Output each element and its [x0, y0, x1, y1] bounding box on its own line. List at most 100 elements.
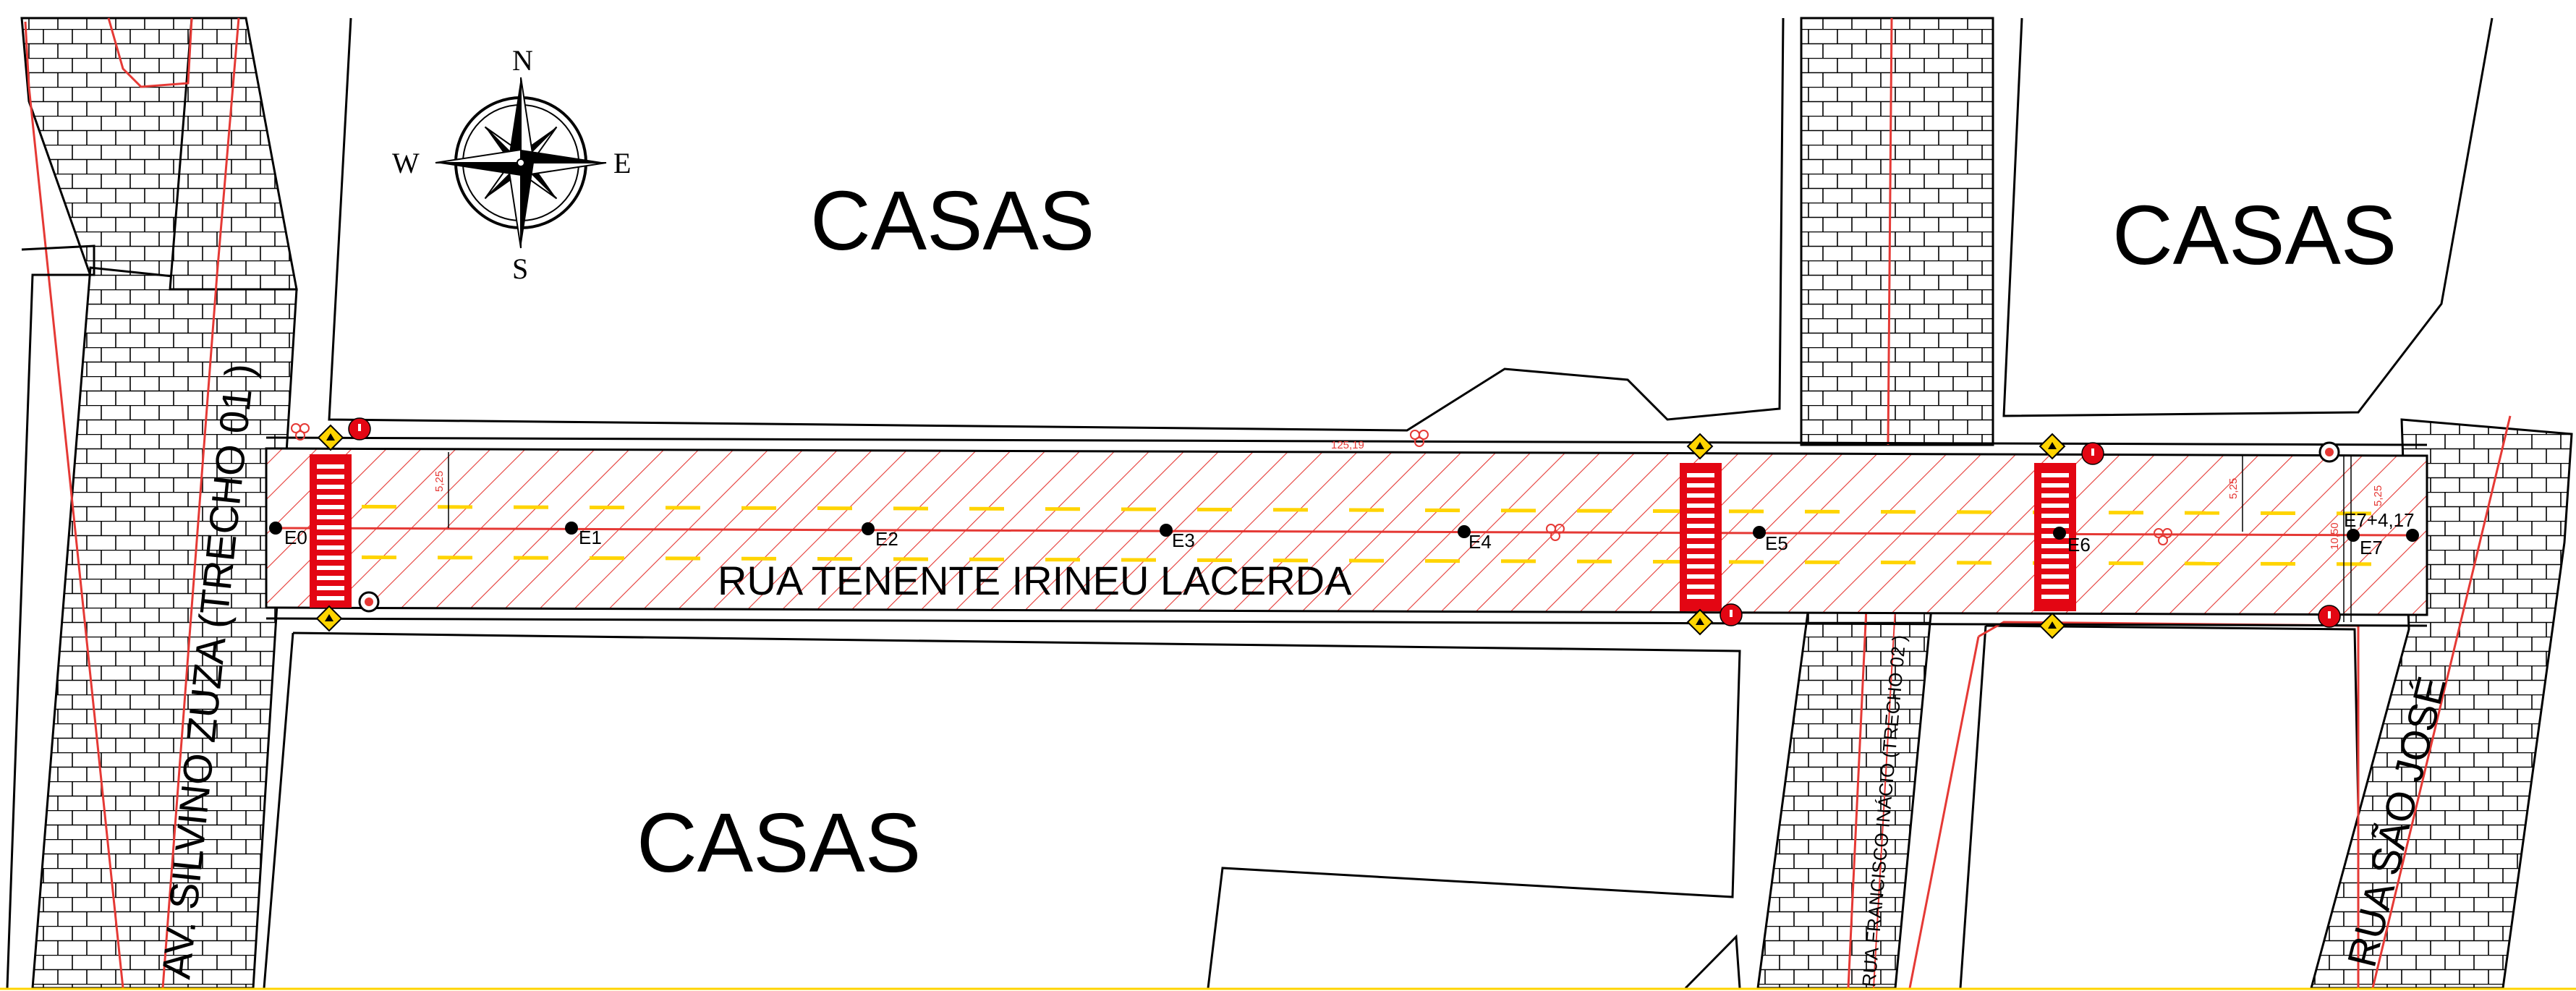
traffic-signs [315, 417, 2341, 639]
crosswalk-stripe [1687, 584, 1714, 589]
crosswalk-stripe [1687, 544, 1714, 548]
crosswalk-stripe [1687, 503, 1714, 508]
left-avenue-kerb [107, 17, 193, 88]
survey-station-icon [269, 522, 282, 535]
crosswalk-stripe [317, 464, 344, 469]
crosswalk-stripe [1687, 595, 1714, 599]
compass-spike-dark [521, 150, 606, 163]
crosswalk-stripe [317, 485, 344, 489]
regulatory-sign-core [2325, 448, 2334, 456]
tree-symbol-icon [1546, 524, 1565, 541]
survey-station-icon [2053, 527, 2066, 540]
block-label-top-right: CASAS [2112, 188, 2397, 282]
main-road-edge-bottom [265, 617, 2428, 627]
station-label: E5 [1765, 532, 1788, 554]
tree-symbol-icon [1410, 430, 1429, 447]
crosswalk-stripe [1687, 493, 1714, 498]
tree-crown [295, 430, 305, 441]
dim-label-1: 5,25 [433, 471, 446, 492]
left-avenue-paving-mid [169, 17, 298, 291]
main-road-edge-top [265, 436, 2428, 446]
survey-station-icon [1160, 524, 1173, 537]
tree-symbols [291, 423, 2172, 545]
stop-sign-icon [2081, 442, 2104, 465]
tree-crown [1414, 437, 1424, 447]
crosswalk-stripe [1687, 574, 1714, 579]
stop-sign-glyph [358, 424, 361, 431]
crosswalk-stripe [2041, 574, 2069, 579]
crosswalk-stripe [317, 586, 344, 590]
crosswalk-stripe [2041, 564, 2069, 569]
right-street-kerb-red [1978, 621, 2360, 988]
block-outlines [263, 17, 2494, 990]
middle-street-kerb [1873, 607, 1896, 988]
main-street-label: RUA TENENTE IRINEU LACERDA [718, 558, 1352, 603]
block-bottom-left-edge [263, 632, 294, 989]
tree-crown [1555, 524, 1565, 534]
middle-street [1756, 17, 1994, 988]
tree-crown [299, 423, 310, 433]
regulatory-sign-icon [358, 591, 380, 613]
lot-corner [1684, 934, 1741, 990]
crosswalk-stripe [317, 566, 344, 570]
left-avenue-axis-2 [161, 17, 240, 988]
compass-spike-dark [508, 77, 521, 163]
survey-station-icon [565, 522, 578, 535]
crosswalk-stripe [1687, 564, 1714, 569]
compass-spike-dark [435, 163, 521, 176]
compass-w: W [392, 147, 420, 179]
survey-station-icon [862, 522, 875, 535]
crosswalk-stripe [1687, 483, 1714, 488]
station-label: E0 [284, 527, 307, 548]
compass-e: E [613, 147, 631, 179]
compass-s: S [512, 252, 528, 285]
warning-sign-icon [1686, 608, 1714, 636]
warning-sign-icon [317, 424, 344, 451]
dim-label-3: 5,25 [2227, 478, 2240, 499]
station-label: E4 [1468, 531, 1492, 553]
stop-sign-icon [2318, 605, 2341, 628]
tree-crown [2158, 535, 2168, 545]
dim-label-4: 10,50 [2329, 522, 2341, 550]
warning-sign-glyph [2048, 442, 2057, 449]
warning-sign-icon [315, 605, 343, 632]
stop-sign-glyph [2328, 611, 2331, 618]
left-avenue [6, 17, 298, 988]
stop-sign-glyph [2091, 448, 2094, 456]
crosswalk-icon [310, 454, 352, 608]
crosswalk-stripe [317, 545, 344, 550]
warning-sign-glyph [325, 614, 333, 621]
crosswalk-stripe [317, 535, 344, 540]
crosswalk-stripe [317, 576, 344, 580]
crosswalk-stripe [2041, 595, 2069, 599]
right-street-axis [2371, 415, 2512, 988]
crosswalk-icon [1680, 463, 1722, 611]
station-label: E6 [2067, 534, 2091, 556]
stop-sign-icon [348, 417, 371, 441]
crosswalk-stripe [2041, 503, 2069, 508]
crosswalk-stripe [2041, 473, 2069, 477]
lane-markings [361, 504, 2372, 566]
warning-sign-glyph [326, 433, 335, 441]
crosswalk-stripe [317, 596, 344, 600]
dim-label-2: 125,19 [1331, 439, 1364, 451]
tree-crown [2162, 528, 2172, 538]
survey-station-icon [2406, 529, 2419, 542]
crosswalk-stripe [1687, 554, 1714, 558]
warning-sign-glyph [2048, 621, 2057, 629]
crosswalk-stripe [2041, 544, 2069, 548]
station-label: E2 [875, 528, 898, 550]
regulatory-sign-icon [2318, 441, 2340, 463]
crosswalk-stripe [1687, 534, 1714, 538]
station-label: E7+4,17 [2344, 509, 2415, 531]
crosswalk-stripe [2041, 483, 2069, 488]
block-label-bottom-left: CASAS [637, 796, 921, 890]
block-bottom-left-outline [292, 631, 1741, 989]
crosswalk-stripe [2041, 554, 2069, 558]
middle-street-paving-upper [1800, 17, 1994, 446]
left-avenue-outline [6, 244, 95, 988]
crosswalk-stripe [317, 505, 344, 509]
warning-sign-icon [2039, 612, 2066, 639]
